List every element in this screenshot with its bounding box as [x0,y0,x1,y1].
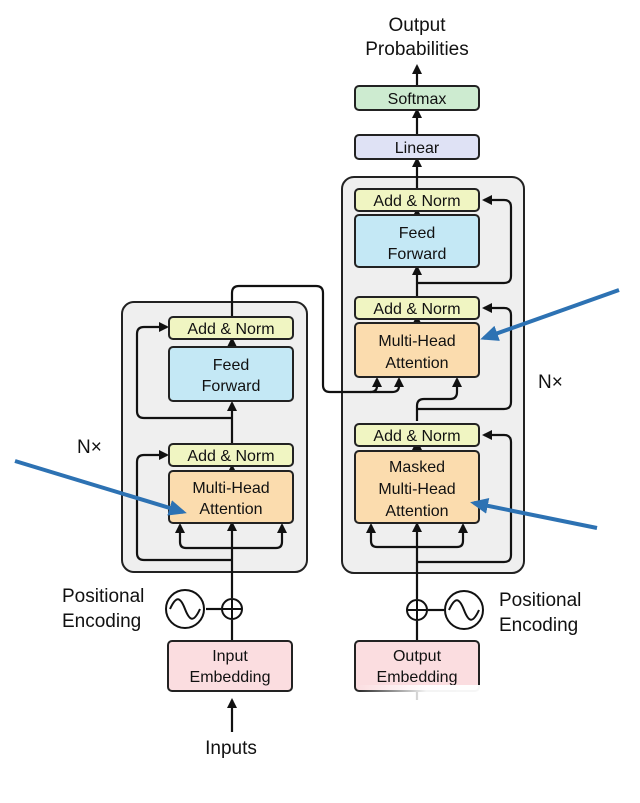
encoder-positional-label-2: Encoding [62,611,141,632]
decoder-masked-attention [354,450,480,524]
encoder-feed-forward [168,346,294,402]
inputs-label: Inputs [205,738,257,759]
decoder-nx-label: N× [538,372,563,393]
encoder-stack [121,301,308,573]
encoder-nx-label: N× [77,437,102,458]
cross-attn-label-2: Attention [385,355,448,372]
input-embedding-box [167,640,293,692]
encoder-ff-label-1: Feed [213,357,249,374]
encoder-add-norm-2 [168,316,294,340]
input-embedding-label-2: Embedding [190,669,271,686]
decoder-add-norm-1 [354,423,480,447]
encoder-add-norm-1-label: Add & Norm [187,448,274,465]
decoder-add-norm-2 [354,296,480,320]
masked-label-3: Attention [385,503,448,520]
encoder-ff-label-2: Forward [202,378,261,395]
connections [135,64,513,732]
decoder-cross-attention [354,322,480,378]
softmax-label: Softmax [388,91,447,108]
pointer-arrow-masked-attention [470,497,598,530]
cross-attn-label-1: Multi-Head [378,333,455,350]
encoder-positional-encoding [165,589,243,629]
decoder-add-norm-1-label: Add & Norm [373,428,460,445]
decoder-add-norm-3-label: Add & Norm [373,193,460,210]
encoder-attn-label-1: Multi-Head [192,480,269,497]
decoder-add-norm-2-label: Add & Norm [373,301,460,318]
output-probabilities-label-2: Probabilities [365,39,469,60]
masked-label-2: Multi-Head [378,481,455,498]
linear-box [354,134,480,160]
decoder-feed-forward [354,214,480,268]
decoder-ff-label-2: Forward [388,246,447,263]
pointer-arrows [14,288,620,530]
decoder-positional-encoding [406,590,484,630]
decoder-positional-label-1: Positional [499,590,581,611]
fade-overlay [355,685,640,803]
decoder-add-norm-3 [354,188,480,212]
input-embedding-label-1: Input [212,648,248,665]
output-embedding-label-1: Output [393,648,442,665]
linear-label: Linear [395,140,440,157]
decoder-ff-label-1: Feed [399,225,435,242]
encoder-self-attention [168,470,294,524]
decoder-positional-label-2: Encoding [499,615,578,636]
masked-label-1: Masked [389,459,445,476]
output-embedding-label-2: Embedding [377,669,458,686]
encoder-add-norm-1 [168,443,294,467]
output-probabilities-label-1: Output [388,15,446,36]
encoder-add-norm-2-label: Add & Norm [187,321,274,338]
encoder-positional-label-1: Positional [62,586,144,607]
encoder-attn-label-2: Attention [199,501,262,518]
pointer-arrow-encoder-attention [14,459,187,516]
pointer-arrow-cross-attention [480,288,620,341]
softmax-box [354,85,480,111]
